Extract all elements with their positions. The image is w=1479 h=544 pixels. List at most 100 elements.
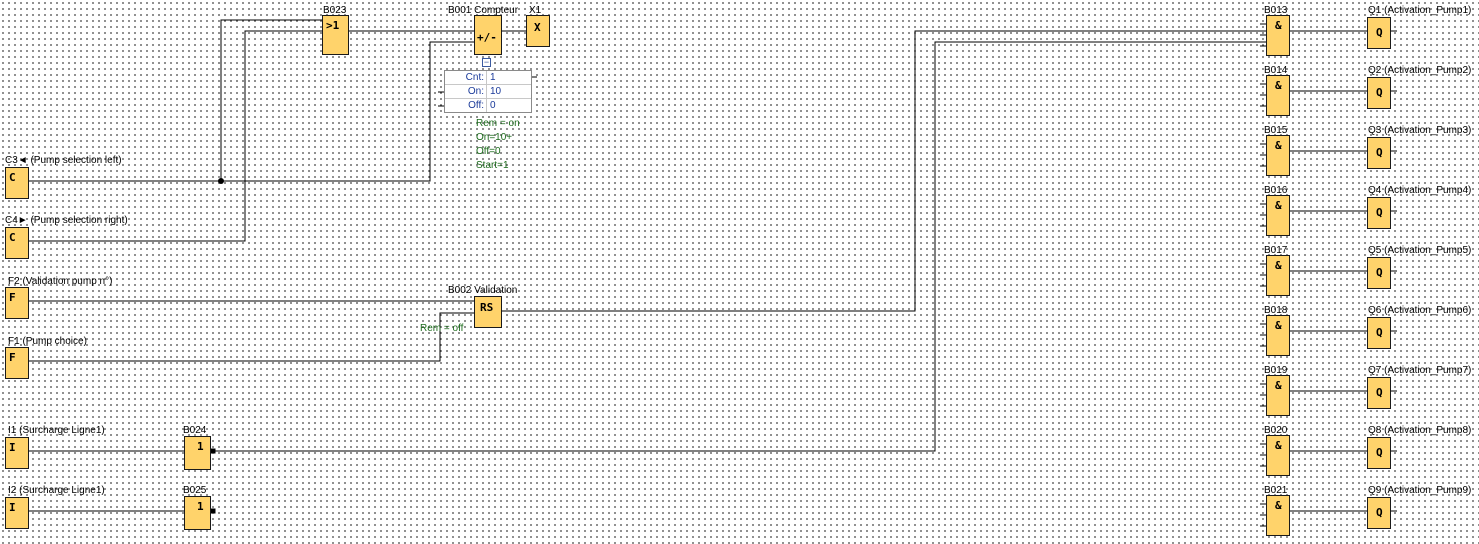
output-block[interactable]: Q: [1367, 377, 1391, 409]
wire-c4-b023: [29, 30, 322, 242]
output-block[interactable]: Q: [1367, 437, 1391, 469]
rs-latch-b002[interactable]: RS: [474, 296, 502, 328]
output-label: Q2 (Activation_Pump2): [1368, 65, 1472, 76]
counter-note: On=10+: [476, 132, 513, 143]
input-block-i1[interactable]: I: [5, 437, 29, 469]
and-gate-label: B016: [1264, 185, 1288, 196]
param-row: Off:0: [445, 99, 531, 112]
block-label-x1: X1: [529, 5, 542, 16]
output-block[interactable]: Q: [1367, 197, 1391, 229]
output-block[interactable]: Q: [1367, 17, 1391, 49]
param-value: 10: [490, 86, 502, 97]
wire-c3-b023: [29, 19, 322, 182]
and-gate-block[interactable]: &: [1266, 255, 1290, 296]
collapse-icon[interactable]: −: [482, 57, 491, 67]
output-label: Q8 (Activation_Pump8): [1368, 425, 1472, 436]
input-block-c3[interactable]: C: [5, 167, 29, 199]
junction-dot: [218, 178, 224, 184]
or-gate-b023[interactable]: >1: [322, 15, 349, 55]
and-gate-block[interactable]: &: [1266, 75, 1290, 116]
block-label-b024: B024: [183, 425, 207, 436]
counter-note: Rem = on: [476, 118, 520, 129]
and-gate-block[interactable]: &: [1266, 435, 1290, 476]
and-gate-label: B014: [1264, 65, 1288, 76]
counter-block-b001[interactable]: +/-: [474, 15, 502, 55]
output-label: Q3 (Activation_Pump3): [1368, 125, 1472, 136]
output-block[interactable]: Q: [1367, 77, 1391, 109]
param-name: On:: [445, 85, 487, 98]
and-gate-block[interactable]: &: [1266, 495, 1290, 536]
block-symbol: Q: [1376, 266, 1383, 279]
input-block-c4[interactable]: C: [5, 227, 29, 259]
output-block[interactable]: Q: [1367, 497, 1391, 529]
and-gate-label: B021: [1264, 485, 1288, 496]
block-symbol: Q: [1376, 146, 1383, 159]
input-block-i2[interactable]: I: [5, 497, 29, 529]
wire-b002-b013: [502, 30, 1266, 312]
not-gate-b025[interactable]: 1: [184, 496, 211, 530]
and-gate-block[interactable]: &: [1266, 375, 1290, 416]
and-gate-block[interactable]: &: [1266, 195, 1290, 236]
block-label-b002: B002 Validation: [448, 285, 518, 296]
input-label-f2: F2 (Validation pump n°): [8, 276, 113, 287]
input-label-c3: C3◄ (Pump selection left): [5, 155, 122, 166]
output-block[interactable]: Q: [1367, 137, 1391, 169]
input-label-f1: F1 (Pump choice): [8, 336, 87, 347]
wire-c3-b001: [221, 41, 474, 182]
block-symbol: +/-: [477, 31, 497, 44]
block-symbol: 1: [197, 440, 204, 453]
block-symbol: Q: [1376, 446, 1383, 459]
param-row: Cnt:1: [445, 71, 531, 85]
param-name: Cnt:: [445, 71, 487, 84]
block-symbol: RS: [480, 301, 494, 314]
block-symbol: Q: [1376, 326, 1383, 339]
block-symbol: &: [1275, 199, 1282, 212]
and-gate-block[interactable]: &: [1266, 135, 1290, 176]
block-symbol: C: [9, 231, 16, 244]
block-symbol: &: [1275, 139, 1282, 152]
block-symbol: Q: [1376, 206, 1383, 219]
input-label-i2: I2 (Surcharge Ligne1): [8, 485, 105, 496]
param-value: 0: [490, 100, 496, 111]
output-label: Q7 (Activation_Pump7): [1368, 365, 1472, 376]
and-gate-label: B018: [1264, 305, 1288, 316]
block-symbol: I: [9, 501, 16, 514]
output-block[interactable]: Q: [1367, 257, 1391, 289]
and-gate-label: B013: [1264, 5, 1288, 16]
and-gate-label: B015: [1264, 125, 1288, 136]
output-label: Q1 (Activation_Pump1): [1368, 5, 1472, 16]
and-gate-block[interactable]: &: [1266, 15, 1290, 56]
block-symbol: &: [1275, 499, 1282, 512]
flag-block-x1[interactable]: X: [526, 15, 550, 47]
and-gate-block[interactable]: &: [1266, 315, 1290, 356]
block-symbol: Q: [1376, 386, 1383, 399]
block-symbol: >1: [326, 19, 340, 32]
block-symbol: Q: [1376, 86, 1383, 99]
block-symbol: &: [1275, 259, 1282, 272]
output-label: Q6 (Activation_Pump6): [1368, 305, 1472, 316]
input-block-f2[interactable]: F: [5, 287, 29, 319]
param-value: 1: [490, 72, 496, 83]
and-gate-label: B017: [1264, 245, 1288, 256]
input-block-f1[interactable]: F: [5, 347, 29, 379]
input-label-i1: I1 (Surcharge Ligne1): [8, 425, 105, 436]
output-label: Q5 (Activation_Pump5): [1368, 245, 1472, 256]
output-block[interactable]: Q: [1367, 317, 1391, 349]
latch-note: Rem = off: [420, 323, 464, 334]
counter-note: Start=1: [476, 160, 509, 171]
output-label: Q9 (Activation_Pump9): [1368, 485, 1472, 496]
block-symbol: I: [9, 441, 16, 454]
and-gate-label: B019: [1264, 365, 1288, 376]
block-symbol: &: [1275, 79, 1282, 92]
block-symbol: Q: [1376, 26, 1383, 39]
param-row: On:10: [445, 85, 531, 99]
block-symbol: &: [1275, 379, 1282, 392]
block-symbol: X: [534, 21, 541, 34]
block-label-b023: B023: [323, 5, 347, 16]
counter-parameter-table: Cnt:1 On:10 Off:0: [444, 70, 532, 113]
not-gate-b024[interactable]: 1: [184, 436, 211, 470]
block-symbol: F: [9, 291, 16, 304]
block-symbol: &: [1275, 319, 1282, 332]
